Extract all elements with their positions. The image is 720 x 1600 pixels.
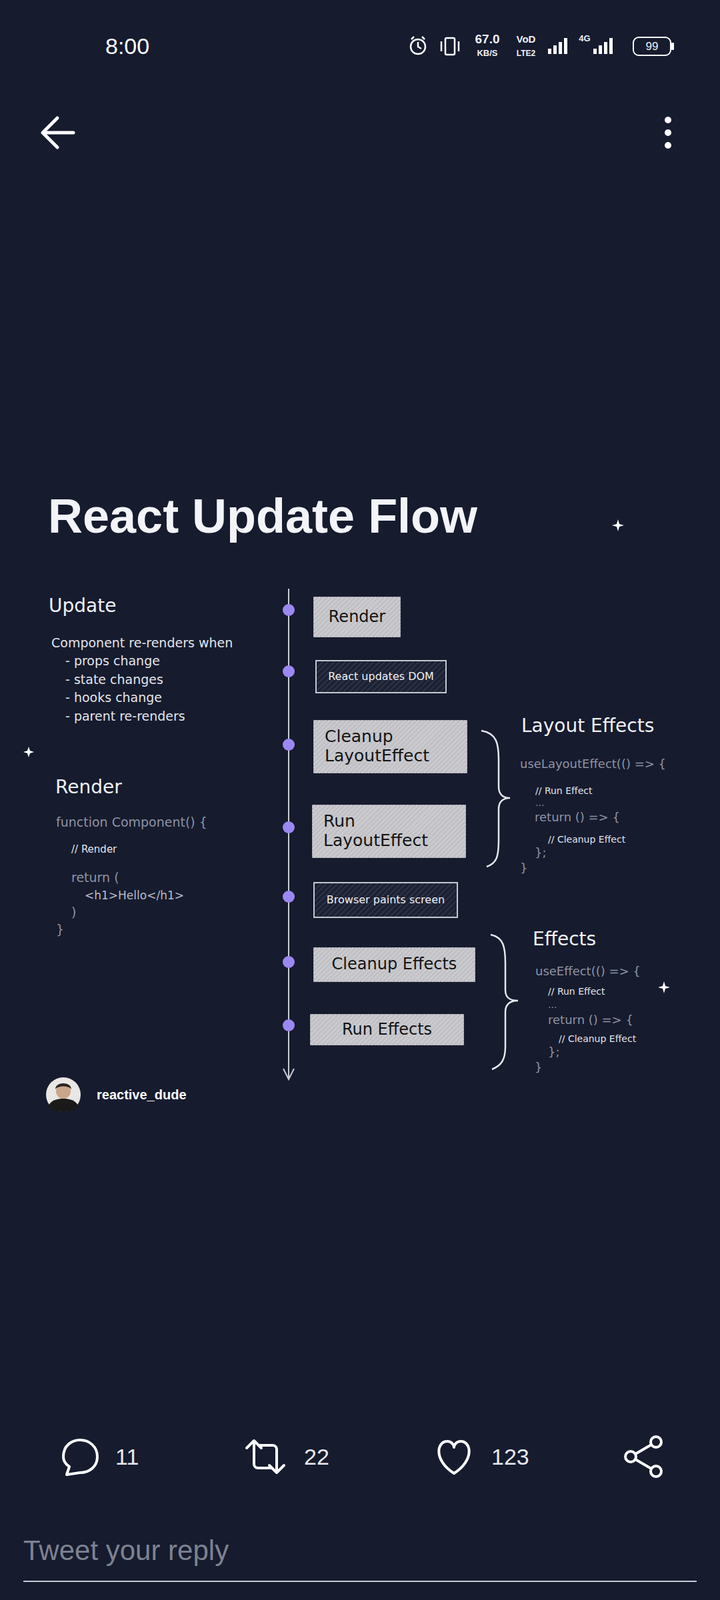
- timeline-dot: [282, 604, 295, 1032]
- code-line: return () => {: [548, 1012, 634, 1028]
- status-text: 67.0: [475, 32, 500, 48]
- menu-dots: [664, 116, 672, 149]
- code-line: return () => {: [534, 810, 620, 825]
- section-heading: Update: [48, 594, 116, 618]
- comment-icon: [63, 1440, 98, 1475]
- battery-level: 99: [646, 40, 659, 54]
- status-text: 4G: [578, 33, 590, 44]
- process-box: Run LayoutEffect: [312, 804, 466, 858]
- alarm-icon: [410, 36, 426, 54]
- section-heading: Layout Effects: [521, 714, 654, 738]
- code-comment: // Run Effect: [548, 986, 605, 998]
- code-comment: // Render: [71, 843, 117, 856]
- list-item: - props change: [65, 653, 160, 669]
- code-line: return (: [71, 870, 120, 886]
- timeline: [283, 588, 294, 1080]
- code-line: }: [520, 860, 528, 876]
- reply-count: 11: [115, 1443, 139, 1471]
- like-count: 123: [491, 1443, 530, 1471]
- status-text: VoD: [516, 33, 536, 46]
- box-label: Render: [328, 608, 386, 627]
- box-label: Cleanup Effects: [332, 955, 458, 974]
- process-box: Render: [313, 596, 401, 638]
- box-label: React updates DOM: [328, 670, 434, 683]
- process-box: Cleanup LayoutEffect: [313, 720, 468, 774]
- list-item: - hooks change: [65, 690, 162, 706]
- code-line: }: [56, 922, 64, 938]
- process-box: Run Effects: [310, 1014, 464, 1046]
- reply-underline: [23, 1580, 697, 1582]
- retweet-count: 22: [304, 1443, 330, 1471]
- code-line: useLayoutEffect(() => {: [520, 756, 666, 772]
- status-text: LTE2: [516, 48, 536, 58]
- diagram-title: React Update Flow: [48, 492, 478, 540]
- sparkle: [23, 519, 670, 994]
- retweet-icon: [246, 1440, 284, 1473]
- code-line: }: [534, 1060, 542, 1075]
- list-item: - parent re-renders: [65, 708, 186, 724]
- section-heading: Render: [55, 776, 122, 799]
- avatar: [46, 1077, 81, 1112]
- code-line: ): [71, 904, 76, 920]
- share-icon: [625, 1436, 662, 1477]
- box-label: Cleanup LayoutEffect: [324, 727, 456, 766]
- code-comment: // Cleanup Effect: [548, 834, 626, 846]
- code-comment: // Cleanup Effect: [558, 1033, 636, 1045]
- vibrate-icon: [441, 38, 459, 55]
- box-label: Browser paints screen: [326, 894, 445, 906]
- note-text: Component re-renders when: [51, 635, 233, 651]
- code-line: <h1>Hello</h1>: [84, 888, 184, 902]
- code-comment: // Run Effect: [535, 785, 592, 797]
- status-time: 8:00: [105, 32, 150, 60]
- reply-placeholder: Tweet your reply: [23, 1534, 229, 1568]
- dom-step-box: Browser paints screen: [313, 882, 458, 918]
- brace: [490, 934, 518, 1070]
- process-box: Cleanup Effects: [313, 947, 476, 982]
- code-line: };: [534, 845, 547, 860]
- code-line: useEffect(() => {: [535, 964, 641, 979]
- code-line: function Component() {: [56, 814, 208, 830]
- dom-step-box: React updates DOM: [315, 660, 447, 694]
- section-heading: Effects: [532, 928, 596, 951]
- box-label: Run LayoutEffect: [323, 812, 455, 851]
- code-line: ...: [548, 999, 557, 1011]
- author-name: reactive_dude: [96, 1086, 187, 1103]
- heart-icon: [438, 1441, 469, 1474]
- brace: [481, 730, 510, 867]
- back-arrow: [42, 118, 74, 148]
- code-line: };: [548, 1044, 560, 1060]
- list-item: - state changes: [65, 672, 164, 688]
- status-text: KB/S: [476, 48, 498, 59]
- box-label: Run Effects: [342, 1020, 432, 1040]
- battery-icon: [633, 37, 674, 56]
- code-line: ...: [535, 797, 544, 809]
